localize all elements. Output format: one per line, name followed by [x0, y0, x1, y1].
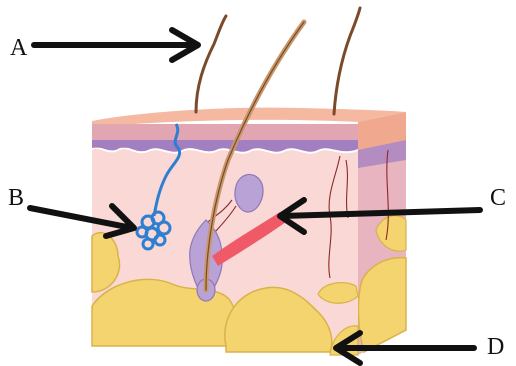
- epidermis-front: [92, 124, 358, 152]
- label-a: A: [10, 36, 27, 60]
- block-side-face: [358, 112, 406, 355]
- label-c: C: [490, 186, 506, 210]
- arrow-right-icon: [34, 30, 198, 60]
- label-d: D: [487, 335, 504, 359]
- label-b: B: [8, 186, 24, 210]
- arrow-left-icon: [336, 333, 474, 363]
